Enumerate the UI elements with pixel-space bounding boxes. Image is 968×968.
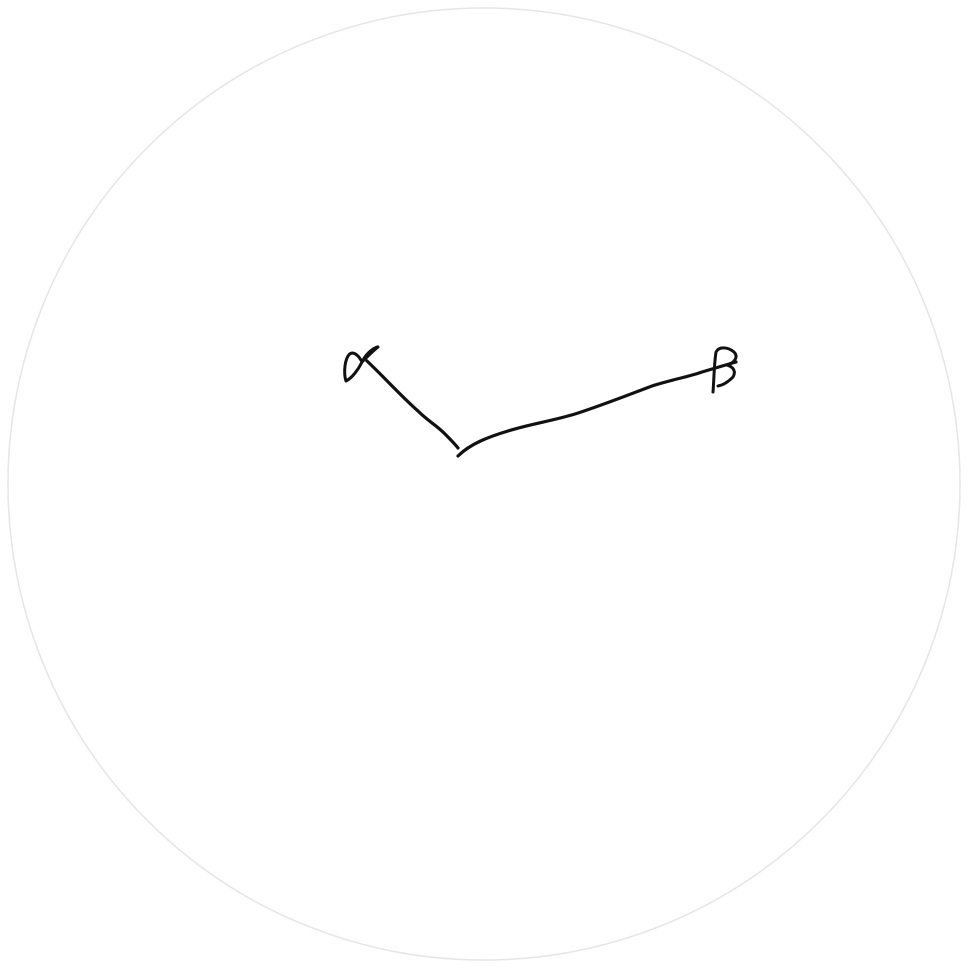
beta-label-text: β — [715, 350, 732, 385]
beta-label: β — [711, 346, 738, 394]
beta-glyph — [711, 346, 738, 394]
left-arm-line — [365, 359, 460, 450]
right-arm-line — [456, 360, 738, 458]
alpha-label: α — [343, 345, 380, 383]
alpha-label-text: α — [351, 345, 371, 380]
alpha-glyph — [343, 345, 380, 383]
boundary-circle — [7, 7, 961, 961]
